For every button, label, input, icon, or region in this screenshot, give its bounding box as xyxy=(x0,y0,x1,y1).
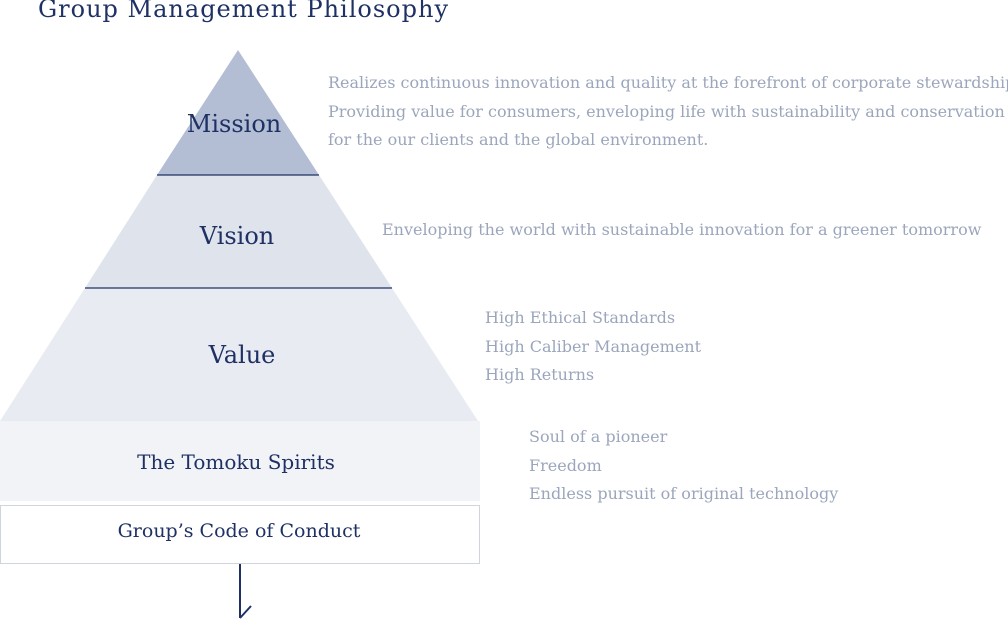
code-of-conduct-label: Group’s Code of Conduct xyxy=(117,520,361,542)
vision-tier-shape xyxy=(85,175,392,288)
code-of-conduct-box xyxy=(0,505,480,564)
mission-description-line: Realizes continuous innovation and quali… xyxy=(328,73,1008,92)
spirits-description-line: Freedom xyxy=(529,455,602,475)
spirits-description-line: Endless pursuit of original technology xyxy=(529,484,839,503)
mission-label: Mission xyxy=(186,110,282,138)
down-arrow-head xyxy=(239,605,252,619)
mission-description-line: Providing value for consumers, envelopin… xyxy=(328,101,1005,121)
mission-description: Realizes continuous innovation and quali… xyxy=(328,69,1008,155)
spirits-description: Soul of a pioneer Freedom Endless pursui… xyxy=(529,423,838,509)
value-tier-shape xyxy=(0,288,478,421)
spirits-description-line: Soul of a pioneer xyxy=(529,427,668,446)
value-label: Value xyxy=(208,341,276,369)
page-title: Group Management Philosophy xyxy=(38,0,449,23)
value-description-line: High Caliber Management xyxy=(485,336,702,356)
value-description-line: High Returns xyxy=(485,365,595,384)
vision-description-line: Enveloping the world with sustainable in… xyxy=(382,220,982,239)
value-description: High Ethical Standards High Caliber Mana… xyxy=(485,304,701,390)
spirits-band xyxy=(0,421,480,501)
value-description-line: High Ethical Standards xyxy=(485,308,676,327)
mission-tier-shape xyxy=(157,50,319,175)
mission-description-line: for the our clients and the global envir… xyxy=(328,130,709,149)
vision-description: Enveloping the world with sustainable in… xyxy=(382,216,981,245)
spirits-label: The Tomoku Spirits xyxy=(137,450,335,474)
vision-label: Vision xyxy=(199,222,275,250)
